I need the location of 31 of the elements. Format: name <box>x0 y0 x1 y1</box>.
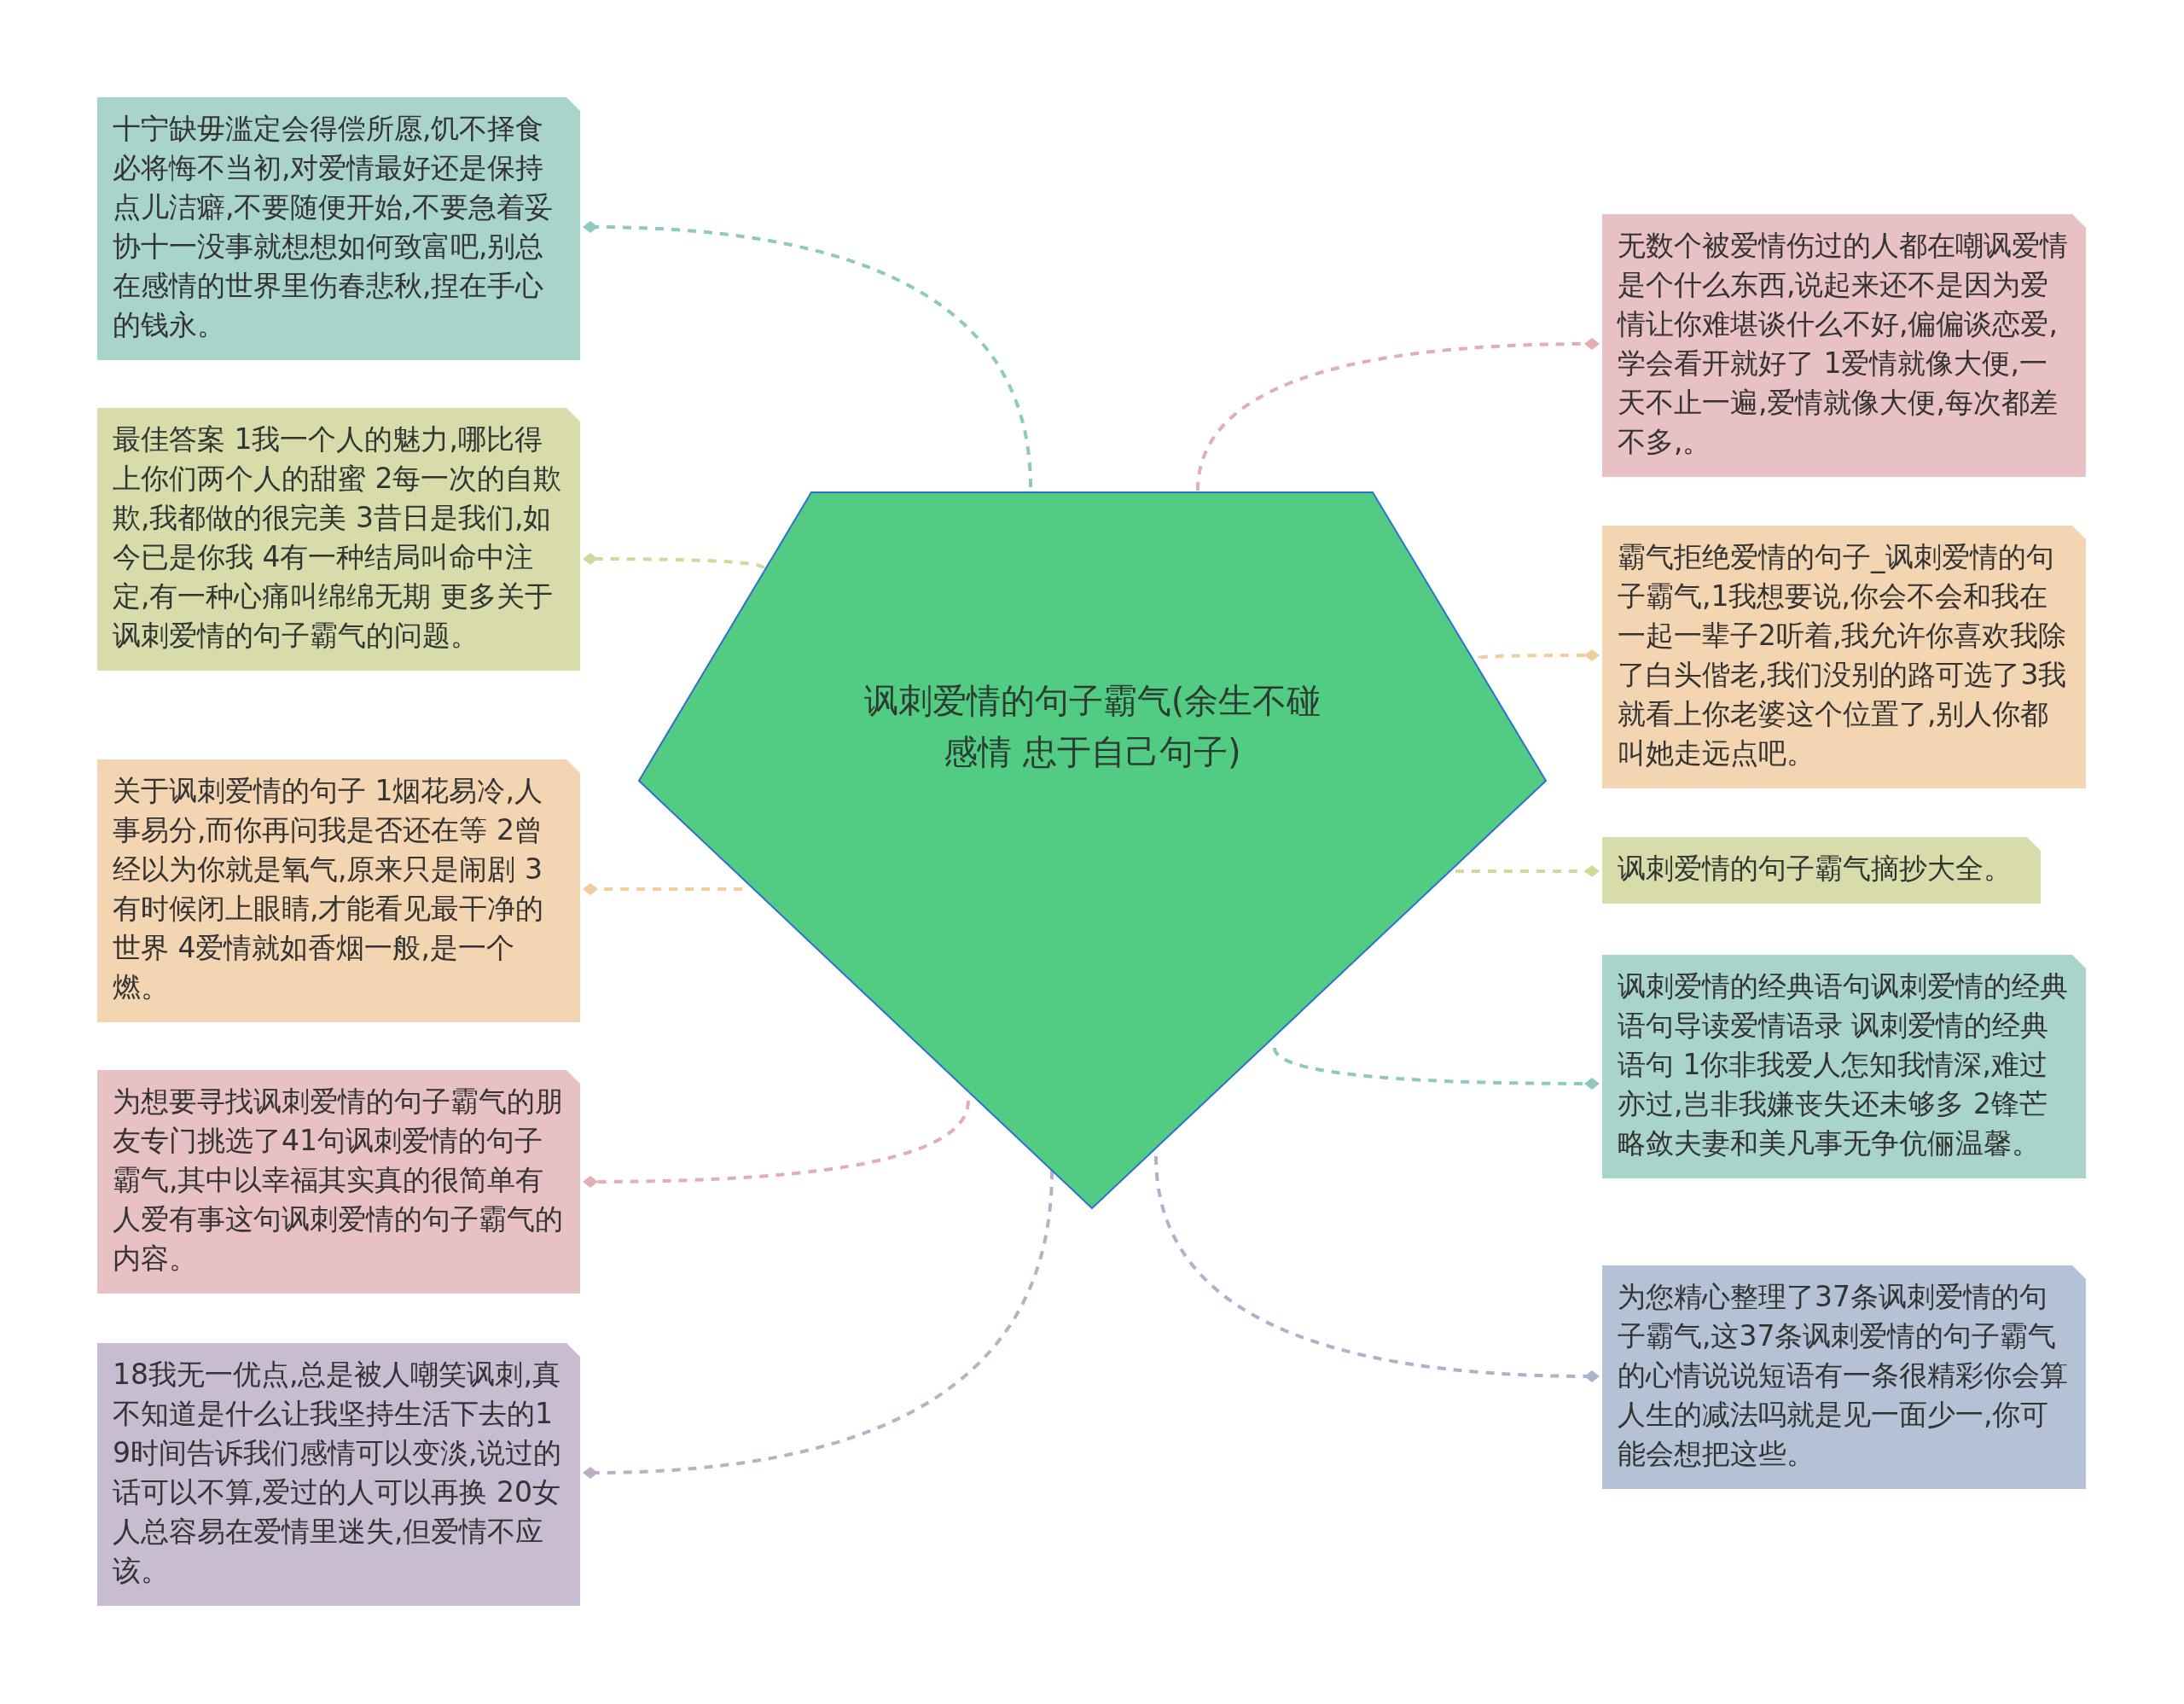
note-text: 最佳答案 1我一个人的魅力,哪比得上你们两个人的甜蜜 2每一次的自欺欺,我都做的很完美 3昔日是我们,如今已是你我 4有一种结局叫命中注定,有一种心痛叫绵绵无期 更多关于讽刺爱情的句子霸气的问题。 <box>113 422 563 654</box>
note-text: 关于讽刺爱情的句子 1烟花易冷,人事易分,而你再问我是否还在等 2曾经以为你就是氧气,原来只是闹剧 3有时候闭上眼睛,才能看见最干净的世界 4爱情就如香烟一般,是一个燃。 <box>113 773 545 1005</box>
note-text: 为想要寻找讽刺爱情的句子霸气的朋友专门挑选了41句讽刺爱情的句子霸气,其中以幸福其实真的很简单有人爱有事这句讽刺爱情的句子霸气的内容。 <box>113 1084 564 1277</box>
dashed-connector <box>1455 865 1600 877</box>
note-card <box>1602 214 2086 477</box>
dashed-connector <box>1196 338 1600 491</box>
note-card <box>1602 955 2086 1178</box>
dashed-connector <box>583 553 765 570</box>
note-card <box>1602 837 2041 904</box>
dashed-connector <box>583 1170 1054 1479</box>
note-text: 霸气拒绝爱情的句子_讽刺爱情的句子霸气,1我想要说,你会不会和我在一起一辈子2听着,我允许你喜欢我除了白头偕老,我们没别的路可选了3我就看上你老婆这个位置了,别人你都叫她走远点吧。 <box>1618 539 2068 771</box>
dashed-connector <box>583 221 1032 488</box>
dashed-connector <box>583 1100 970 1188</box>
dashed-connector <box>583 883 742 895</box>
note-card <box>97 1343 580 1606</box>
dashed-connector <box>1478 649 1600 661</box>
note-text: 为您精心整理了37条讽刺爱情的句子霸气,这37条讽刺爱情的句子霸气的心情说说短语有一条很精彩你会算人生的减法吗就是见一面少一,你可能会想把这些。 <box>1618 1279 2069 1472</box>
note-text: 无数个被爱情伤过的人都在嘲讽爱情是个什么东西,说起来还不是因为爱情让你难堪谈什么不好,偏偏谈恋爱,学会看开就好了 1爱情就像大便,一天不止一遍,爱情就像大便,每次都差不多,。 <box>1618 228 2069 460</box>
note-card <box>97 408 580 671</box>
note-card <box>97 1070 580 1294</box>
note-text: 讽刺爱情的句子霸气摘抄大全。 <box>1618 851 2013 887</box>
note-card <box>97 759 580 1022</box>
note-text: 十宁缺毋滥定会得偿所愿,饥不择食必将悔不当初,对爱情最好还是保持点儿洁癖,不要随便开始,不要急着妥协十一没事就想想如何致富吧,别总在感情的世界里伤春悲秋,捏在手心的钱永。 <box>113 111 554 343</box>
note-text: 18我无一优点,总是被人嘲笑讽刺,真不知道是什么让我坚持生活下去的19时间告诉我们感情可以变淡,说过的话可以不算,爱过的人可以再换 20女人总容易在爱情里迷失,但爱情不应该。 <box>113 1357 563 1589</box>
note-text: 讽刺爱情的经典语句讽刺爱情的经典语句导读爱情语录 讽刺爱情的经典语句 1你非我爱人怎知我情深,难过亦过,岂非我嫌丧失还未够多 2锋芒略敛夫妻和美凡事无争伉俪温馨。 <box>1618 968 2069 1161</box>
note-card <box>97 97 580 360</box>
note-card <box>1602 526 2086 788</box>
dashed-connector <box>1273 1047 1600 1090</box>
central-topic-text: 讽刺爱情的句子霸气(余生不碰感情 忠于自己句子) <box>863 680 1322 773</box>
note-card <box>1602 1265 2086 1489</box>
dashed-connector <box>1154 1155 1600 1382</box>
